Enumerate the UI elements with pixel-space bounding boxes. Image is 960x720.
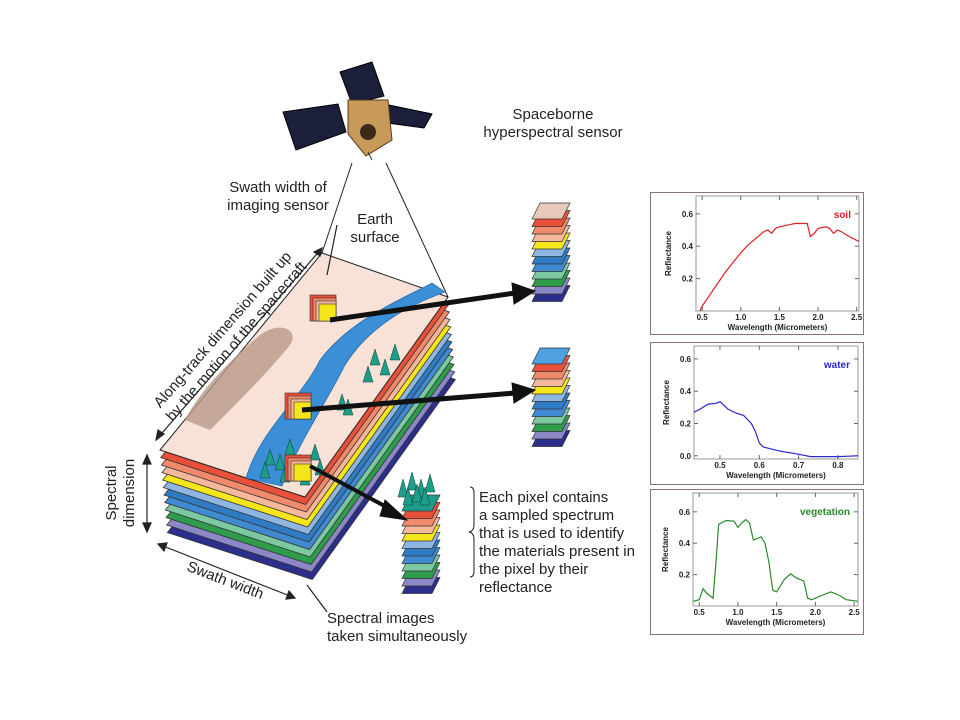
pixel-note-line3: that is used to identify (479, 525, 625, 542)
plot-frame (693, 345, 859, 460)
y-tick-label: 0.4 (680, 387, 692, 396)
spectral-images-line2: taken simultaneously (327, 628, 468, 645)
pixel-highlight (318, 303, 337, 322)
water-stack-top (531, 347, 571, 365)
plot-frame (695, 195, 860, 312)
soil-spectrum-line (699, 222, 860, 312)
x-axis-label: Wavelength (Micrometers) (726, 471, 826, 480)
water-spectrum-line (693, 401, 859, 458)
pixel-note-line6: reflectance (479, 579, 553, 596)
tree (369, 348, 381, 366)
y-tick-label: 0.6 (682, 210, 694, 219)
tree (397, 478, 409, 498)
x-tick-label: 0.5 (694, 608, 706, 617)
y-tick-label: 0.4 (679, 539, 691, 548)
tree (379, 358, 391, 376)
satellite-icon (282, 61, 433, 161)
y-tick-label: 0.2 (680, 419, 692, 428)
swath-sensor-label-line1: Swath width of (229, 179, 327, 196)
tree (309, 443, 321, 461)
x-tick-label: 0.6 (754, 461, 766, 470)
tree (264, 448, 276, 466)
x-axis-label: Wavelength (Micrometers) (728, 323, 828, 332)
swath-sensor-label-line2: imaging sensor (227, 197, 329, 214)
x-tick-label: 2.0 (812, 313, 824, 322)
image-cube (159, 252, 456, 580)
y-tick-label: 0.6 (680, 355, 692, 364)
spectral-dimension-label: Spectral dimension (103, 448, 139, 538)
spectral-images-line1: Spectral images (327, 610, 435, 627)
y-tick-label: 0.4 (682, 242, 694, 251)
spectral-dimension-line1: Spectral (103, 465, 120, 521)
tree (362, 365, 374, 383)
y-tick-label: 0.6 (679, 508, 691, 517)
x-tick-label: 2.5 (849, 608, 861, 617)
pixel-spectra-stacks (397, 202, 571, 594)
x-tick-label: 2.0 (810, 608, 822, 617)
tree (274, 453, 286, 471)
spectral-dimension-line2: dimension (121, 458, 138, 528)
y-tick-label: 0.2 (679, 571, 691, 580)
y-axis-label: Reflectance (664, 231, 673, 276)
y-tick-label: 0.2 (682, 275, 694, 284)
tree (259, 461, 271, 479)
pixel-highlight (293, 463, 312, 482)
tree (424, 473, 436, 493)
x-tick-label: 0.5 (714, 461, 726, 470)
y-axis-label: Reflectance (662, 380, 671, 425)
sensor-label-line2: hyperspectral sensor (483, 124, 623, 141)
tree (411, 483, 423, 503)
tree (406, 471, 418, 491)
pixel-note-line2: a sampled spectrum (479, 507, 615, 524)
sensor-view-lines (321, 162, 449, 298)
earth-label-line2: surface (350, 229, 400, 246)
y-axis-label: Reflectance (661, 527, 670, 572)
x-tick-label: 0.8 (832, 461, 844, 470)
x-tick-label: 1.5 (771, 608, 783, 617)
plot-frame (692, 492, 859, 607)
pixel-note-line5: the pixel by their (479, 561, 589, 578)
x-tick-label: 1.5 (774, 313, 786, 322)
y-tick-label: 0.0 (680, 452, 692, 461)
x-tick-label: 1.0 (732, 608, 744, 617)
tree (389, 343, 401, 361)
tree (419, 486, 431, 506)
pixel-arrows (301, 282, 537, 521)
chart-title: water (823, 360, 850, 371)
earth-label-line1: Earth (357, 211, 393, 228)
x-tick-label: 2.5 (851, 313, 863, 322)
sensor-label-line1: Spaceborne (512, 106, 594, 123)
pixel-note-line1: Each pixel contains (479, 489, 609, 506)
x-tick-label: 0.5 (697, 313, 709, 322)
x-tick-label: 1.0 (735, 313, 747, 322)
x-axis-label: Wavelength (Micrometers) (726, 618, 826, 627)
vegetation-spectrum-line (692, 518, 859, 602)
dimension-arrows (142, 224, 475, 613)
soil-stack-top (531, 202, 571, 220)
chart-title: soil (834, 210, 851, 221)
tree (402, 486, 414, 506)
pixel-note-line4: the materials present in (479, 543, 635, 560)
x-tick-label: 0.7 (793, 461, 805, 470)
mountains (185, 327, 293, 430)
chart-title: vegetation (800, 507, 850, 518)
